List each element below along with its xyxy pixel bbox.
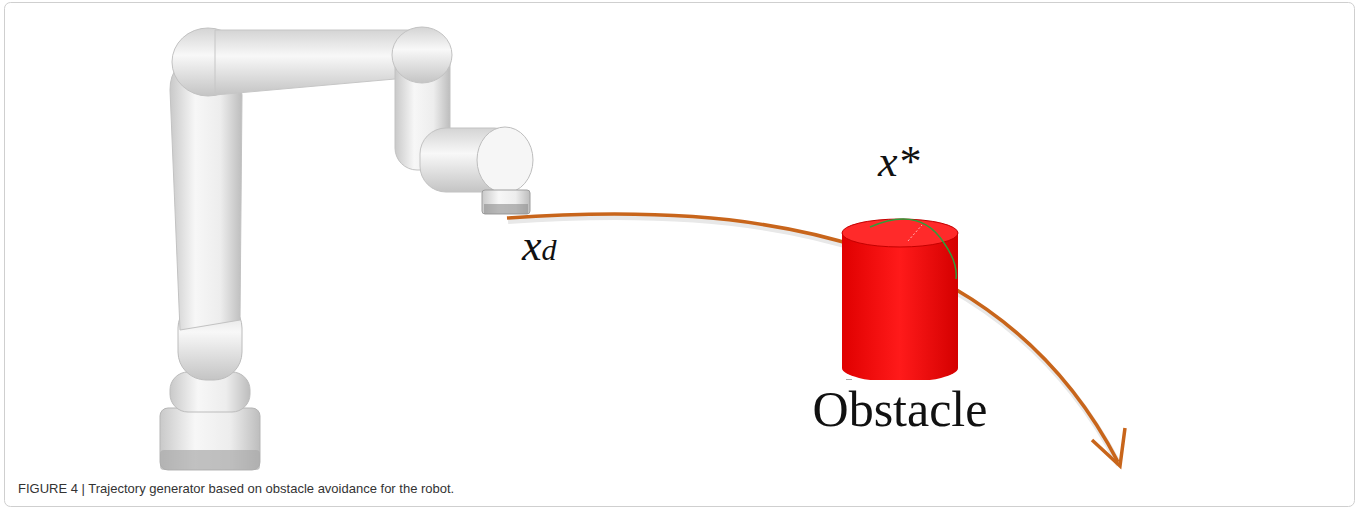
obstacle-cylinder bbox=[800, 205, 1000, 380]
target-point-label: x* bbox=[878, 136, 920, 187]
robot-arm bbox=[160, 27, 533, 470]
trajectory-arrow bbox=[507, 214, 1125, 466]
figure-frame bbox=[5, 3, 1355, 507]
figure-caption: FIGURE 4 | Trajectory generator based on… bbox=[18, 481, 454, 496]
obstacle-node: Obstacle bbox=[800, 205, 1000, 438]
desired-point-label: xd bbox=[522, 220, 557, 271]
obstacle-label: Obstacle bbox=[800, 380, 1000, 438]
